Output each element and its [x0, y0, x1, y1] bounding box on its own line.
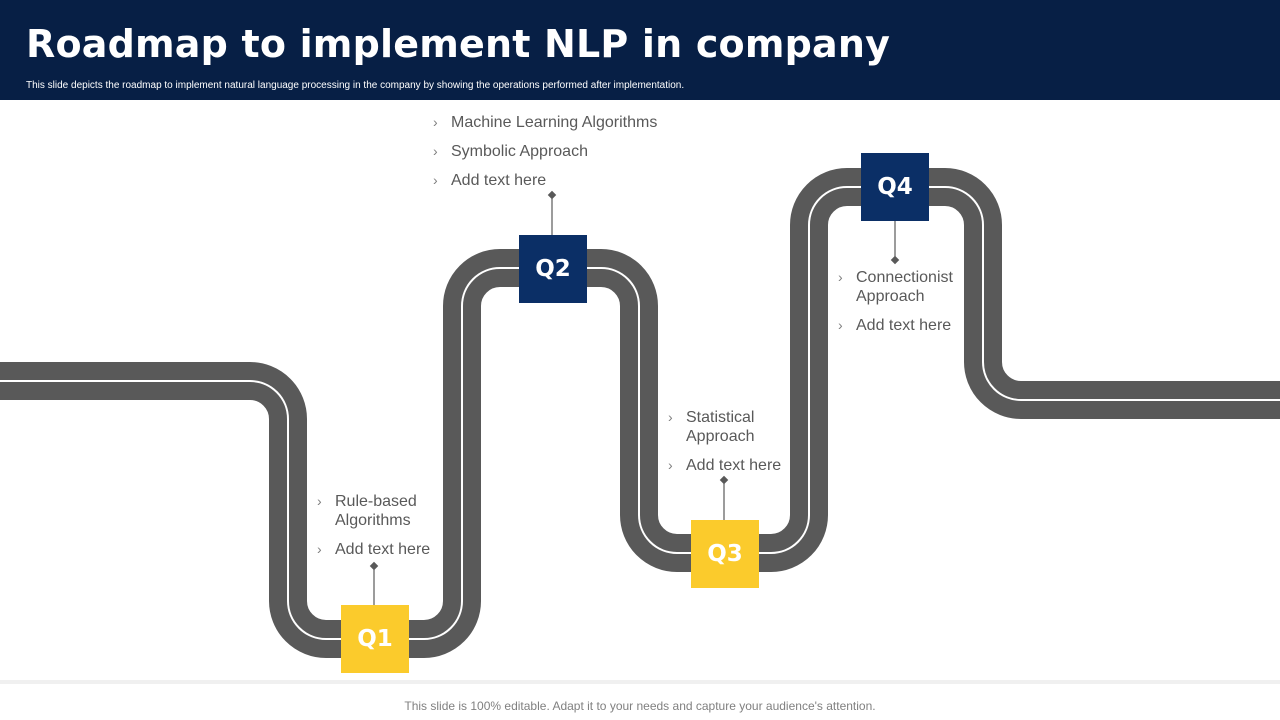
- q4-connector-dot: [890, 255, 900, 265]
- milestone-q3-box: Q3: [691, 520, 759, 588]
- milestone-q4-box: Q4: [861, 153, 929, 221]
- chevron-right-icon: ›: [433, 143, 438, 159]
- chevron-right-icon: ›: [668, 409, 673, 425]
- milestone-q2-list: ›Machine Learning Algorithms ›Symbolic A…: [433, 113, 693, 200]
- list-item: ›Add text here: [317, 541, 431, 558]
- header-banner: Roadmap to implement NLP in company This…: [0, 0, 1280, 100]
- chevron-right-icon: ›: [317, 493, 322, 509]
- q3-connector-dot: [719, 475, 729, 485]
- list-item: ›Add text here: [433, 172, 547, 189]
- list-item: ›Connectionist Approach: [838, 269, 953, 305]
- chevron-right-icon: ›: [838, 269, 843, 285]
- milestone-q3-list: ›Statistical Approach ›Add text here: [668, 408, 798, 485]
- list-item: ›Statistical Approach: [668, 409, 755, 445]
- page-subtitle: This slide depicts the roadmap to implem…: [26, 80, 685, 91]
- q1-connector-dot: [369, 561, 379, 571]
- footer-note: This slide is 100% editable. Adapt it to…: [404, 699, 876, 713]
- chevron-right-icon: ›: [433, 114, 438, 130]
- list-item: ›Symbolic Approach: [433, 143, 588, 160]
- list-item: ›Add text here: [838, 317, 952, 334]
- milestone-q2-box: Q2: [519, 235, 587, 303]
- milestone-q1-list: ›Rule-based Algorithms ›Add text here: [317, 492, 457, 569]
- footer-divider: [0, 680, 1280, 684]
- chevron-right-icon: ›: [668, 457, 673, 473]
- road-center-line: [0, 186, 1280, 640]
- milestone-q1-box: Q1: [341, 605, 409, 673]
- list-item: ›Rule-based Algorithms: [317, 493, 417, 529]
- chevron-right-icon: ›: [317, 541, 322, 557]
- page-title: Roadmap to implement NLP in company: [26, 22, 891, 66]
- milestone-q4-list: ›Connectionist Approach ›Add text here: [838, 268, 968, 345]
- chevron-right-icon: ›: [838, 317, 843, 333]
- list-item: ›Machine Learning Algorithms: [433, 114, 658, 131]
- list-item: ›Add text here: [668, 457, 782, 474]
- chevron-right-icon: ›: [433, 172, 438, 188]
